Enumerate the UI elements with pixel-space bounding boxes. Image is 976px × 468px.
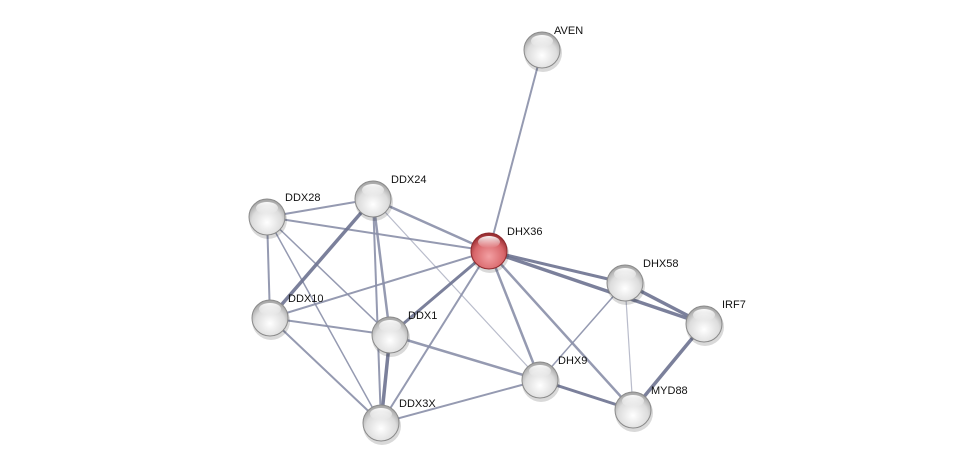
edge-dhx36-irf7[interactable] — [488, 249, 705, 326]
edge-ddx28-ddx1[interactable] — [266, 216, 391, 336]
node-label: DDX28 — [285, 192, 320, 204]
node-highlight — [478, 236, 500, 248]
node-ddx3x[interactable]: DDX3X — [362, 398, 436, 445]
edge-ddx24-dhx9[interactable] — [372, 198, 541, 381]
edge-dhx36-dhx9[interactable] — [487, 250, 542, 381]
node-highlight — [379, 320, 401, 332]
edge-ddx28-ddx3x[interactable] — [266, 216, 382, 424]
node-dhx36[interactable]: DHX36 — [470, 226, 542, 273]
node-label: DDX10 — [288, 293, 323, 305]
edge-ddx24-ddx1[interactable] — [371, 198, 392, 336]
node-highlight — [529, 365, 551, 377]
node-label: AVEN — [554, 25, 583, 37]
node-highlight — [362, 184, 384, 196]
edge-dhx36-ddx3x[interactable] — [380, 250, 490, 424]
node-highlight — [531, 35, 553, 47]
node-highlight — [259, 303, 281, 315]
edge-ddx10-ddx1[interactable] — [269, 317, 391, 336]
node-label: DHX58 — [643, 258, 678, 270]
node-label: DHX36 — [507, 226, 542, 238]
edge-ddx24-ddx3x[interactable] — [372, 198, 382, 424]
edge-ddx10-ddx3x[interactable] — [269, 317, 382, 424]
edge-ddx3x-dhx9[interactable] — [380, 379, 541, 424]
edge-dhx58-myd88[interactable] — [624, 282, 634, 411]
node-ddx10[interactable]: DDX10 — [251, 293, 323, 340]
edge-dhx58-dhx9[interactable] — [539, 282, 626, 381]
node-label: DDX24 — [391, 174, 426, 186]
node-highlight — [622, 395, 644, 407]
edge-ddx1-dhx9[interactable] — [389, 333, 541, 382]
edge-irf7-myd88[interactable] — [631, 322, 706, 412]
node-label: MYD88 — [651, 385, 688, 397]
node-myd88[interactable]: MYD88 — [614, 385, 688, 432]
node-highlight — [370, 408, 392, 420]
edge-dhx36-ddx10[interactable] — [269, 250, 490, 319]
node-highlight — [256, 202, 278, 214]
node-dhx9[interactable]: DHX9 — [521, 355, 587, 402]
node-ddx1[interactable]: DDX1 — [371, 310, 437, 357]
edge-dhx36-ddx1[interactable] — [389, 249, 490, 337]
node-label: DDX3X — [399, 398, 436, 410]
node-label: DHX9 — [558, 355, 587, 367]
node-label: DDX1 — [408, 310, 437, 322]
edge-ddx24-ddx10[interactable] — [268, 197, 375, 320]
node-irf7[interactable]: IRF7 — [685, 299, 746, 346]
node-highlight — [693, 309, 715, 321]
node-aven[interactable]: AVEN — [523, 25, 583, 72]
node-ddx24[interactable]: DDX24 — [354, 174, 426, 221]
edge-dhx36-myd88[interactable] — [488, 250, 634, 411]
node-dhx58[interactable]: DHX58 — [606, 258, 678, 305]
edge-dhx36-dhx58[interactable] — [488, 249, 626, 285]
edge-ddx24-dhx36[interactable] — [372, 197, 490, 253]
edge-aven-dhx36[interactable] — [488, 49, 543, 252]
node-ddx28[interactable]: DDX28 — [248, 192, 320, 239]
node-highlight — [614, 268, 636, 280]
node-label: IRF7 — [722, 299, 746, 311]
